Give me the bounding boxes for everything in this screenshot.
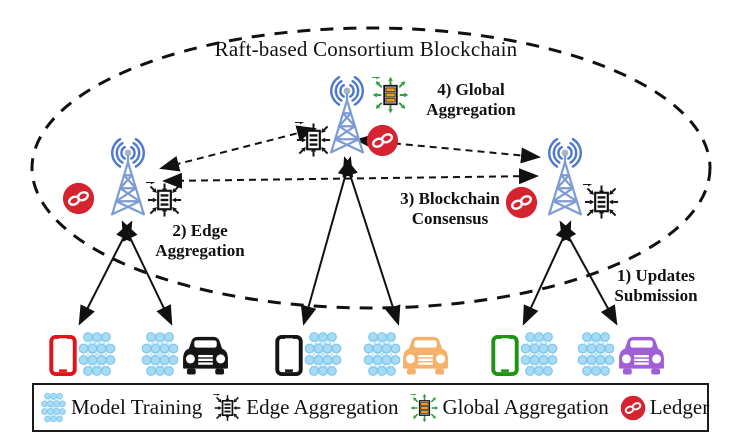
- edge-aggregation-icon-middle: [295, 122, 332, 158]
- updates-link-mid-tower-phone: [300, 156, 354, 326]
- ledger-icon-left: [62, 182, 95, 215]
- car-icon-black: [178, 334, 233, 375]
- legend-item-global-aggregation: Global Aggregation: [410, 394, 609, 422]
- model-training-icon-2: [140, 331, 180, 377]
- updates-link-right-tower-phone: [522, 220, 572, 326]
- smartphone-icon-black: [274, 334, 304, 377]
- label-edge-aggregation: 2) Edge Aggregation: [155, 221, 245, 261]
- updates-link-left-tower-phone: [78, 220, 133, 326]
- smartphone-icon-red: [48, 334, 78, 377]
- legend-item-ledger: Ledger: [620, 395, 709, 421]
- edge-aggregation-icon: [213, 394, 242, 422]
- diagram-title: Raft-based Consortium Blockchain: [214, 37, 518, 61]
- label-global-aggregation: 4) Global Aggregation: [426, 80, 516, 120]
- edge-aggregation-icon-left: [146, 182, 183, 218]
- global-aggregation-icon-middle: [372, 77, 409, 113]
- legend-label: Global Aggregation: [442, 395, 609, 419]
- model-training-icon-6: [576, 331, 616, 377]
- model-training-icon-1: [77, 331, 117, 377]
- smartphone-icon-green: [490, 334, 520, 377]
- legend: Model Training Edge Aggregation Global A…: [32, 383, 709, 432]
- label-blockchain-consensus: 3) Blockchain Consensus: [400, 189, 500, 229]
- car-icon-purple: [614, 334, 669, 375]
- ledger-icon-right: [505, 186, 538, 219]
- updates-link-left-tower-car: [121, 220, 173, 326]
- edge-aggregation-icon-right: [583, 184, 620, 220]
- model-training-icon-3: [303, 331, 343, 377]
- ledger-icon: [620, 395, 646, 421]
- legend-item-model-training: Model Training: [40, 392, 202, 423]
- legend-item-edge-aggregation: Edge Aggregation: [213, 394, 399, 422]
- legend-label: Edge Aggregation: [246, 395, 399, 419]
- updates-link-mid-tower-car: [342, 156, 401, 326]
- consensus-link-left-middle: [159, 125, 317, 172]
- legend-label: Model Training: [71, 395, 203, 419]
- model-training-icon-4: [362, 331, 402, 377]
- legend-label: Ledger: [649, 395, 710, 419]
- model-training-icon: [40, 392, 67, 423]
- label-updates-submission: 1) Updates Submission: [614, 266, 698, 306]
- global-aggregation-icon: [410, 394, 439, 422]
- model-training-icon-5: [519, 331, 559, 377]
- ledger-icon-middle: [366, 124, 399, 157]
- car-icon-orange: [398, 334, 453, 375]
- updates-link-right-tower-car: [559, 220, 618, 326]
